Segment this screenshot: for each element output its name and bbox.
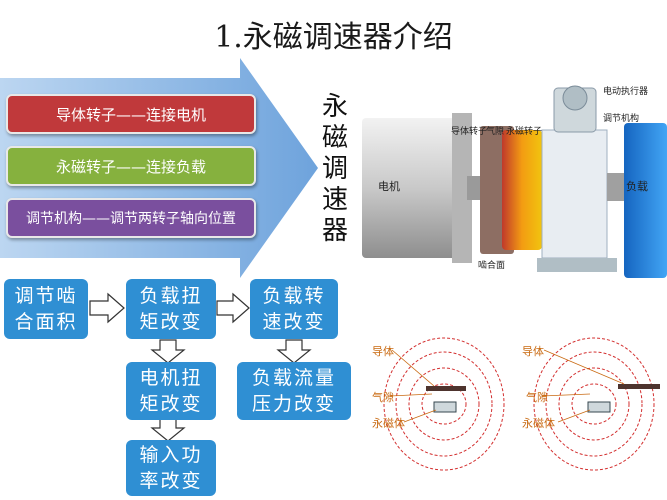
load-label: 负载 <box>626 180 648 193</box>
field-left-gap-label: 气隙 <box>372 391 394 404</box>
motor-label: 电机 <box>378 180 400 193</box>
flow-text: 输入功率改变 <box>139 444 203 492</box>
label-adjust-mechanism: 调节机构——调节两转子轴向位置 <box>6 198 256 238</box>
field-left-conductor-label: 导体 <box>372 345 394 358</box>
label-conductor-rotor: 导体转子——连接电机 <box>6 94 256 134</box>
flow-text: 负载流量压力改变 <box>251 367 336 415</box>
flow-box-load-speed: 负载转速改变 <box>250 279 338 339</box>
label-magnet-rotor: 永磁转子——连接负载 <box>6 146 256 186</box>
field-right-magnet-label: 永磁体 <box>522 417 555 430</box>
coupling-label: 啮合面 <box>478 261 506 271</box>
label-text: 导体转子——连接电机 <box>55 105 206 124</box>
vertical-title-text: 永磁调速器 <box>321 92 348 246</box>
flow-text: 电机扭矩改变 <box>139 367 203 415</box>
flow-text: 调节啮合面积 <box>14 285 78 333</box>
vertical-title: 永磁调速器 <box>318 92 352 247</box>
magnetic-field-diagram <box>383 337 660 471</box>
flow-box-motor-torque: 电机扭矩改变 <box>126 362 216 420</box>
adjust-mech-label: 调节机构 <box>603 114 640 124</box>
field-right-gap-label: 气隙 <box>526 391 548 404</box>
conductor-rotor-label: 导体转子 <box>451 127 488 137</box>
label-text: 永磁转子——连接负载 <box>55 157 206 176</box>
flow-text: 负载扭矩改变 <box>139 285 203 333</box>
air-gap-label: 气隙 <box>486 127 505 137</box>
page-title: 1.永磁调速器介绍 <box>214 20 453 55</box>
flow-box-input-power: 输入功率改变 <box>126 440 216 496</box>
label-text: 调节机构——调节两转子轴向位置 <box>26 211 236 227</box>
actuator-label: 电动执行器 <box>603 87 649 97</box>
flow-box-load-flow-pressure: 负载流量压力改变 <box>237 362 351 420</box>
field-left-magnet-label: 永磁体 <box>372 417 405 430</box>
magnet-rotor-label: 永磁转子 <box>506 127 543 137</box>
flow-text: 负载转速改变 <box>262 285 326 333</box>
device-illustration <box>362 85 667 278</box>
flow-box-adjust-area: 调节啮合面积 <box>4 279 88 339</box>
field-right-conductor-label: 导体 <box>522 345 544 358</box>
flow-box-load-torque: 负载扭矩改变 <box>126 279 216 339</box>
